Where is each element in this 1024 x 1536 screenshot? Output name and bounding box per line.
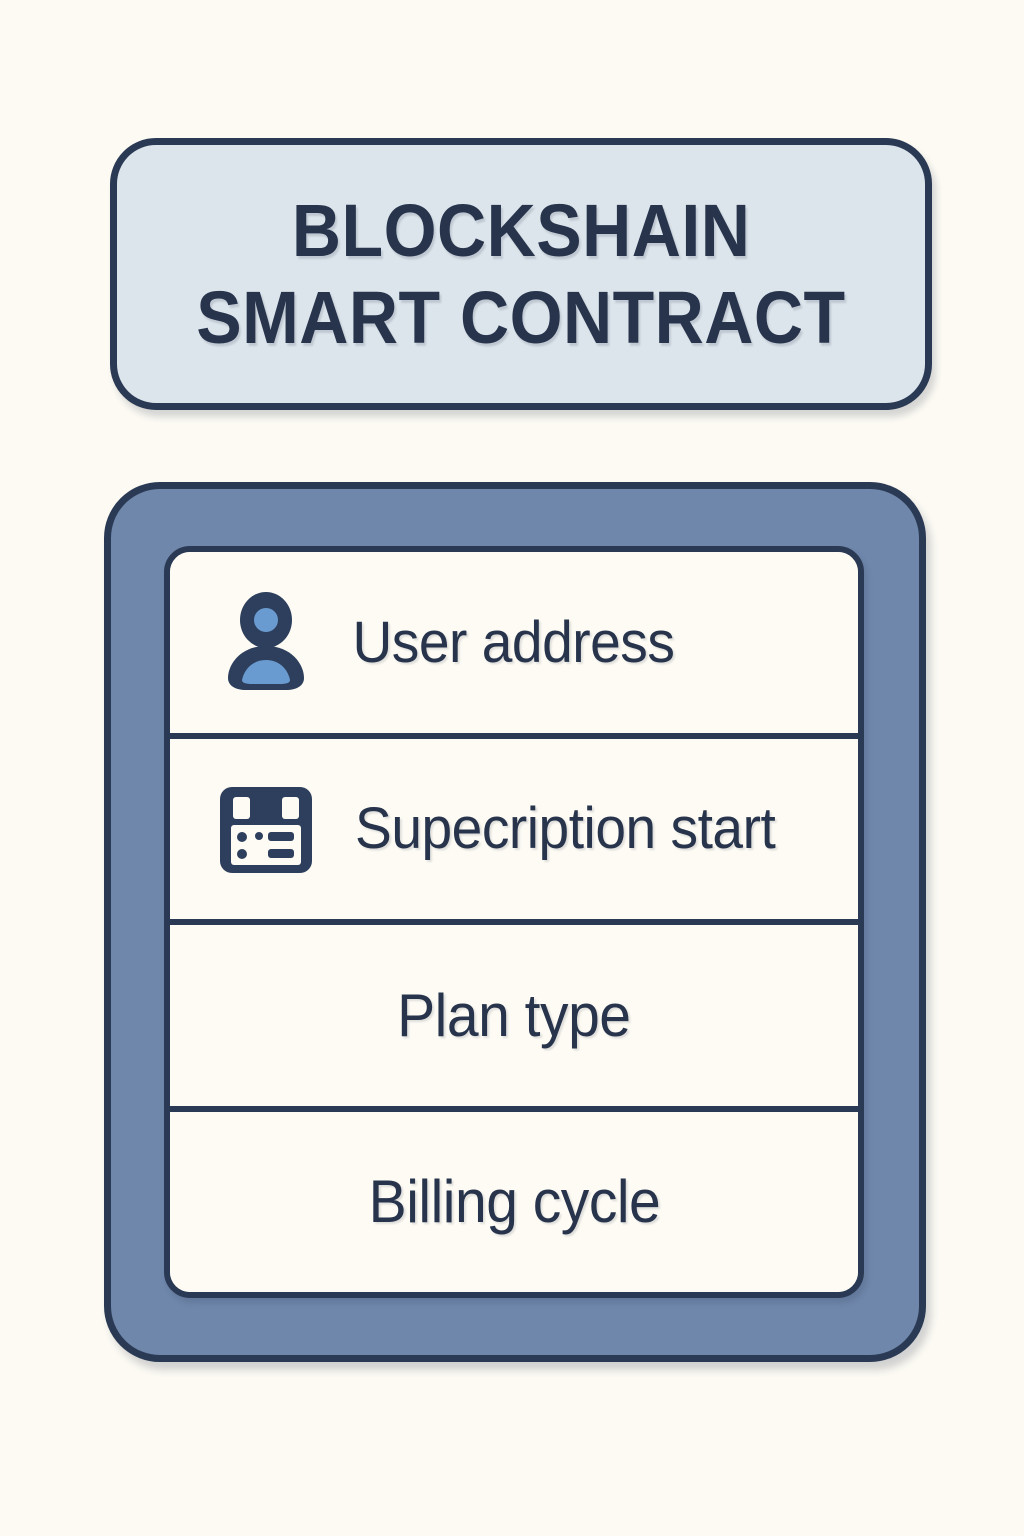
title-line-2: SMART CONTRACT: [196, 276, 846, 359]
calendar-icon: [212, 775, 320, 883]
user-icon: [212, 588, 320, 696]
field-label-user-address: User address: [352, 609, 675, 675]
field-row-subscription-start[interactable]: Supecription start: [170, 738, 858, 925]
field-row-billing-cycle[interactable]: Billing cycle: [170, 1111, 858, 1292]
title-line-1: BLOCKSHAIN: [291, 188, 751, 272]
contract-fields-card: User address Supecription start: [164, 546, 864, 1298]
field-label-subscription-start: Supecription start: [355, 796, 776, 862]
field-label-billing-cycle: Billing cycle: [368, 1168, 660, 1236]
title-card: BLOCKSHAIN SMART CONTRACT: [110, 138, 932, 410]
field-row-plan-type[interactable]: Plan type: [170, 925, 858, 1112]
field-row-user-address[interactable]: User address: [170, 552, 858, 739]
field-label-plan-type: Plan type: [397, 981, 631, 1049]
